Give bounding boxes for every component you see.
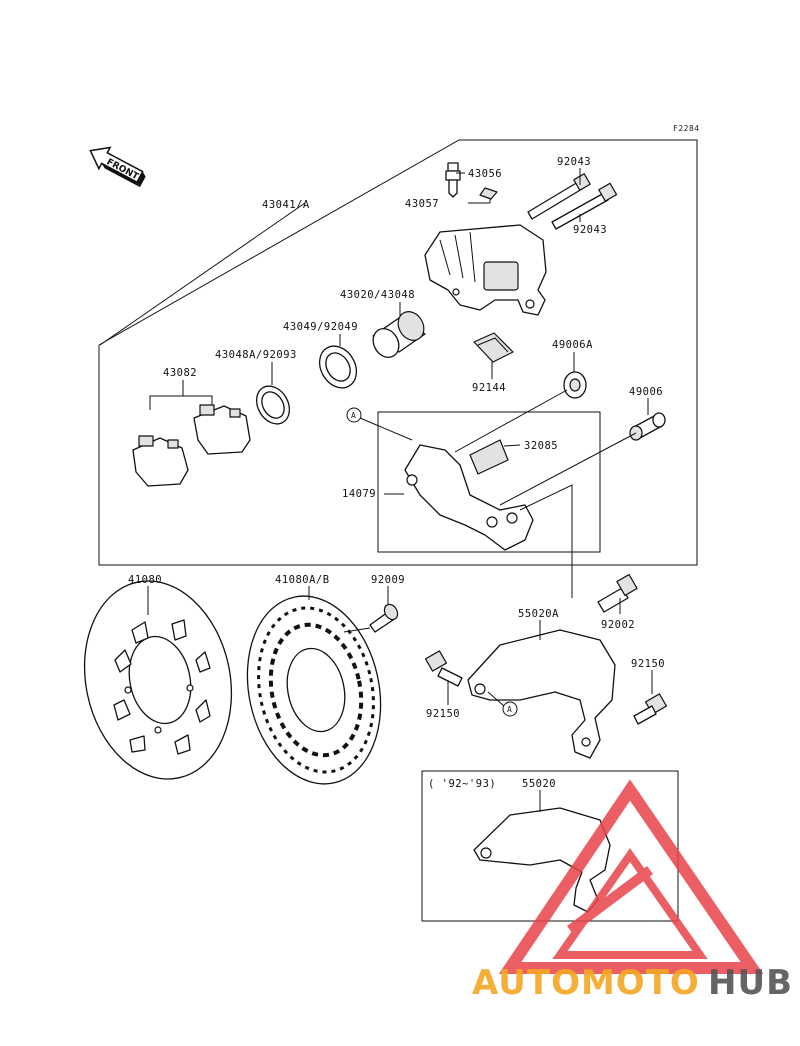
callout-a-lower-label: A: [507, 705, 512, 714]
label-55020a: 55020A: [518, 608, 559, 620]
bleeder-valve: [445, 162, 461, 198]
callout-a-upper: A: [346, 407, 362, 423]
label-92002: 92002: [601, 619, 635, 631]
reference-code: F2284: [673, 124, 700, 133]
label-14079: 14079: [342, 488, 376, 500]
label-32085: 32085: [524, 440, 558, 452]
label-92150-left: 92150: [426, 708, 460, 720]
brake-disc-drilled: [246, 595, 382, 785]
bolt-92150-right: [633, 693, 668, 725]
bolt-92150-left: [424, 650, 463, 687]
bleeder-cap: [479, 187, 498, 200]
label-92150-right: 92150: [631, 658, 665, 670]
caliper-bracket: [404, 444, 534, 551]
label-92043-lower: 92043: [573, 224, 607, 236]
piston: [372, 311, 426, 358]
label-43048a: 43048A/92093: [215, 349, 297, 361]
leader-lines: [99, 168, 653, 812]
brake-pad-right: [193, 404, 251, 455]
watermark-word-hub: HUB: [708, 963, 793, 1003]
label-43082: 43082: [163, 367, 197, 379]
watermark-word-automoto: AUTOMOTO: [472, 963, 700, 1003]
label-55020: 55020: [522, 778, 556, 790]
disc-screw: [369, 603, 399, 633]
label-92009: 92009: [371, 574, 405, 586]
brake-pad-left: [132, 435, 189, 487]
bracket-bolt: [629, 412, 666, 441]
label-49006: 49006: [629, 386, 663, 398]
brake-disc-standard: [83, 580, 233, 780]
caliper-pin-upper: [527, 173, 591, 220]
pad-spring: [473, 332, 514, 363]
label-43041: 43041/A: [262, 199, 310, 211]
label-43049: 43049/92049: [283, 321, 358, 333]
mounting-bracket: [467, 629, 616, 759]
label-43020: 43020/43048: [340, 289, 415, 301]
caliper-body: [424, 224, 547, 316]
label-43056: 43056: [468, 168, 502, 180]
callout-a-lower: A: [502, 701, 518, 717]
label-49006a: 49006A: [552, 339, 593, 351]
piston-seal: [318, 345, 358, 389]
label-41080ab: 41080A/B: [275, 574, 330, 586]
caliper-assembly-frame: [98, 139, 698, 566]
callout-a-upper-label: A: [351, 411, 356, 420]
label-92043-upper: 92043: [557, 156, 591, 168]
front-arrow-icon: FRONT: [89, 146, 146, 188]
year-variant-frame: [421, 770, 679, 922]
label-92144: 92144: [472, 382, 506, 394]
bushing: [563, 371, 587, 399]
dust-seal: [255, 385, 291, 425]
year-note: ( '92~'93): [428, 778, 496, 790]
bracket-bolt-92002: [597, 573, 638, 613]
label-41080: 41080: [128, 574, 162, 586]
label-43057: 43057: [405, 198, 439, 210]
bracket-sub-frame: [377, 411, 601, 553]
watermark-logo: [498, 779, 764, 974]
pad-plate: [469, 439, 509, 475]
caliper-pin-lower: [551, 182, 618, 230]
